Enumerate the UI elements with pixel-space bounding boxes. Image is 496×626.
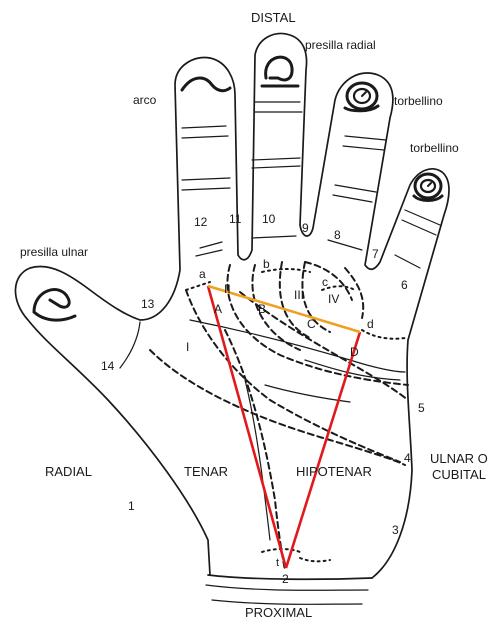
triradius-b: b <box>263 257 270 271</box>
triangle-side-a-t <box>208 286 286 568</box>
interdigital-III: III <box>294 288 304 302</box>
triradius-d: d <box>367 317 374 331</box>
area-number-8: 8 <box>334 228 341 242</box>
wrist-line <box>208 575 372 579</box>
area-number-6: 6 <box>401 278 408 292</box>
area-number-12: 12 <box>194 215 208 229</box>
interdigital-IV: IV <box>328 292 339 306</box>
area-number-3: 3 <box>392 523 399 537</box>
area-number-13: 13 <box>141 297 155 311</box>
whorl-print-little <box>414 174 442 201</box>
label-tenar: TENAR <box>184 464 228 479</box>
triangle-side-t-d <box>286 332 360 568</box>
hand-outline <box>15 34 449 605</box>
arch-print <box>182 78 230 91</box>
area-number-5: 5 <box>418 401 425 415</box>
interdigital-II: II <box>224 282 231 296</box>
fingerprint-patterns <box>34 57 442 320</box>
main-line-A: A <box>214 302 222 316</box>
label-ulnar-2: CUBITAL <box>432 467 486 482</box>
area-number-4: 4 <box>404 451 411 465</box>
area-number-9: 9 <box>302 221 309 235</box>
main-line-C: C <box>307 317 316 331</box>
area-number-7: 7 <box>372 247 379 261</box>
label-hipotenar: HIPOTENAR <box>296 464 372 479</box>
label-pattern-thumb: presilla ulnar <box>20 245 88 259</box>
finger-creases <box>182 102 440 268</box>
radial-loop-print <box>266 57 292 80</box>
ulnar-loop-print <box>34 290 75 321</box>
area-number-11: 11 <box>229 212 242 226</box>
label-proximal: PROXIMAL <box>245 605 312 620</box>
triradius-a: a <box>199 267 206 281</box>
area-number-1: 1 <box>128 499 135 513</box>
area-number-14: 14 <box>101 359 115 373</box>
label-pattern-index: arco <box>133 93 157 107</box>
label-radial: RADIAL <box>45 464 92 479</box>
label-ulnar-1: ULNAR O <box>430 451 488 466</box>
triradius-t: t <box>276 557 279 569</box>
thenar-I: I <box>186 340 189 354</box>
wrist-crease-2 <box>212 600 362 604</box>
label-pattern-middle: presilla radial <box>305 38 376 52</box>
label-pattern-little: torbellino <box>410 141 459 155</box>
whorl-print-ring <box>345 83 378 111</box>
label-distal: DISTAL <box>251 10 296 25</box>
palm-creases <box>120 320 405 540</box>
main-line-D: D <box>350 345 359 359</box>
area-number-2: 2 <box>282 572 289 586</box>
triradius-c: c <box>322 275 328 289</box>
label-pattern-ring: torbellino <box>394 94 443 108</box>
main-line-B: B <box>258 302 266 316</box>
area-number-10: 10 <box>262 212 276 226</box>
